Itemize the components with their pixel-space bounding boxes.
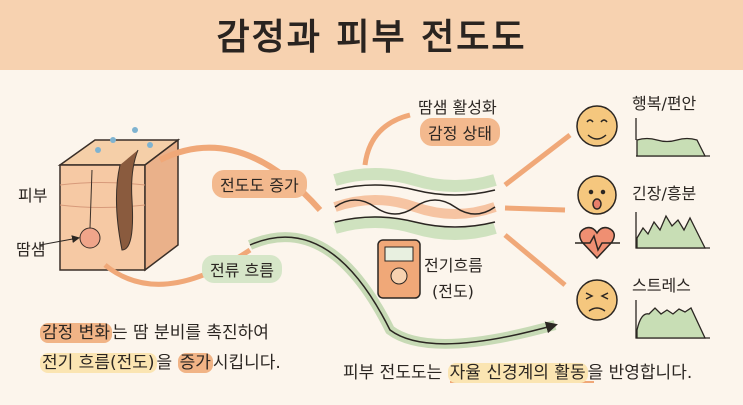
text: 는 땀 분비를 촉진하여 — [111, 323, 269, 343]
highlight: 증가 — [177, 353, 213, 373]
stressed-face-icon — [576, 279, 618, 321]
highlight: 감정 변화 — [40, 323, 112, 343]
skin-label: 피부 — [18, 186, 48, 205]
highlight: 전기 흐름(전도) — [40, 353, 157, 373]
surprised-face-icon — [577, 175, 617, 215]
multimeter-icon — [377, 239, 421, 299]
text: 피부 전도도는 — [343, 363, 448, 383]
sweat-drops-icon — [95, 127, 153, 153]
emotion-state-label: 감정 상태 — [420, 118, 500, 146]
page-title: 감정과 피부 전도도 — [216, 17, 527, 58]
sweat-gland-label: 땀샘 — [16, 240, 46, 259]
state-label-stress: 스트레스 — [632, 276, 691, 295]
conductance-increase-label: 전도도 증가 — [212, 170, 307, 198]
conductance-waves-icon — [333, 168, 497, 240]
chart-calm — [636, 137, 707, 157]
text: 을 — [156, 353, 178, 373]
chart-stress — [636, 307, 707, 339]
mini-charts — [635, 118, 710, 339]
skin-block-icon — [57, 138, 181, 272]
heart-icon — [575, 226, 620, 260]
text: 을 반영합니다. — [587, 363, 693, 383]
smile-face-icon — [576, 105, 618, 147]
electric-flow-label: 전기흐름 — [424, 256, 483, 275]
highlight: 자율 신경계의 활동 — [447, 363, 588, 383]
current-flow-label: 전류 흐름 — [202, 255, 282, 283]
state-label-excited: 긴장/흥분 — [632, 184, 697, 203]
title-banner — [0, 0, 743, 70]
conduction-label: (전도) — [432, 282, 474, 301]
text: 시킵니다. — [212, 353, 281, 373]
sweat-activation-label: 땀샘 활성화 — [418, 98, 497, 117]
state-label-calm: 행복/편안 — [632, 94, 697, 113]
chart-excited — [636, 214, 707, 249]
